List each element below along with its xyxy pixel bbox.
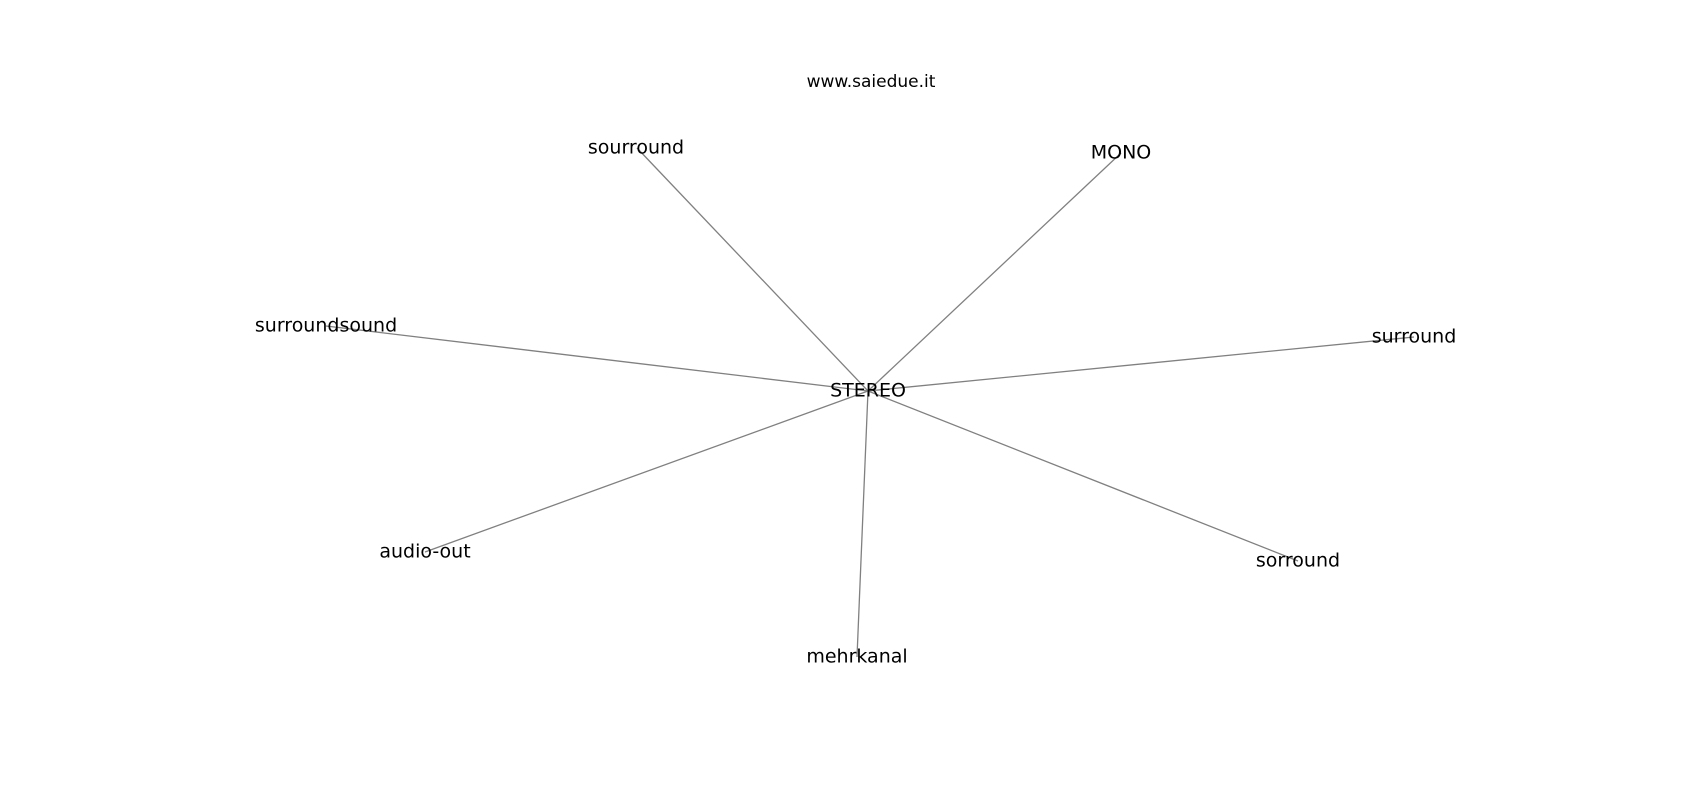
edge-stereo-sourround	[636, 147, 869, 392]
edge-stereo-surroundsound	[325, 325, 869, 392]
edge-stereo-surround	[867, 336, 1415, 392]
edge-stereo-audio-out	[424, 390, 869, 553]
node-surround: surround	[1372, 326, 1457, 348]
edge-stereo-mono	[867, 152, 1122, 392]
site-title: www.saiedue.it	[807, 72, 936, 92]
edge-stereo-mehrkanal	[856, 390, 869, 658]
node-stereo: STEREO	[830, 380, 906, 402]
node-mehrkanal: mehrkanal	[806, 646, 907, 668]
edges-layer	[325, 147, 1415, 658]
node-surroundsound: surroundsound	[255, 315, 397, 337]
node-sorround: sorround	[1256, 550, 1340, 572]
node-mono: MONO	[1091, 142, 1152, 164]
edge-stereo-sorround	[867, 390, 1299, 562]
node-sourround: sourround	[588, 137, 684, 159]
labels-layer: www.saiedue.it STEREO sourround MONO sur…	[255, 72, 1456, 668]
node-audio-out: audio-out	[379, 541, 470, 563]
